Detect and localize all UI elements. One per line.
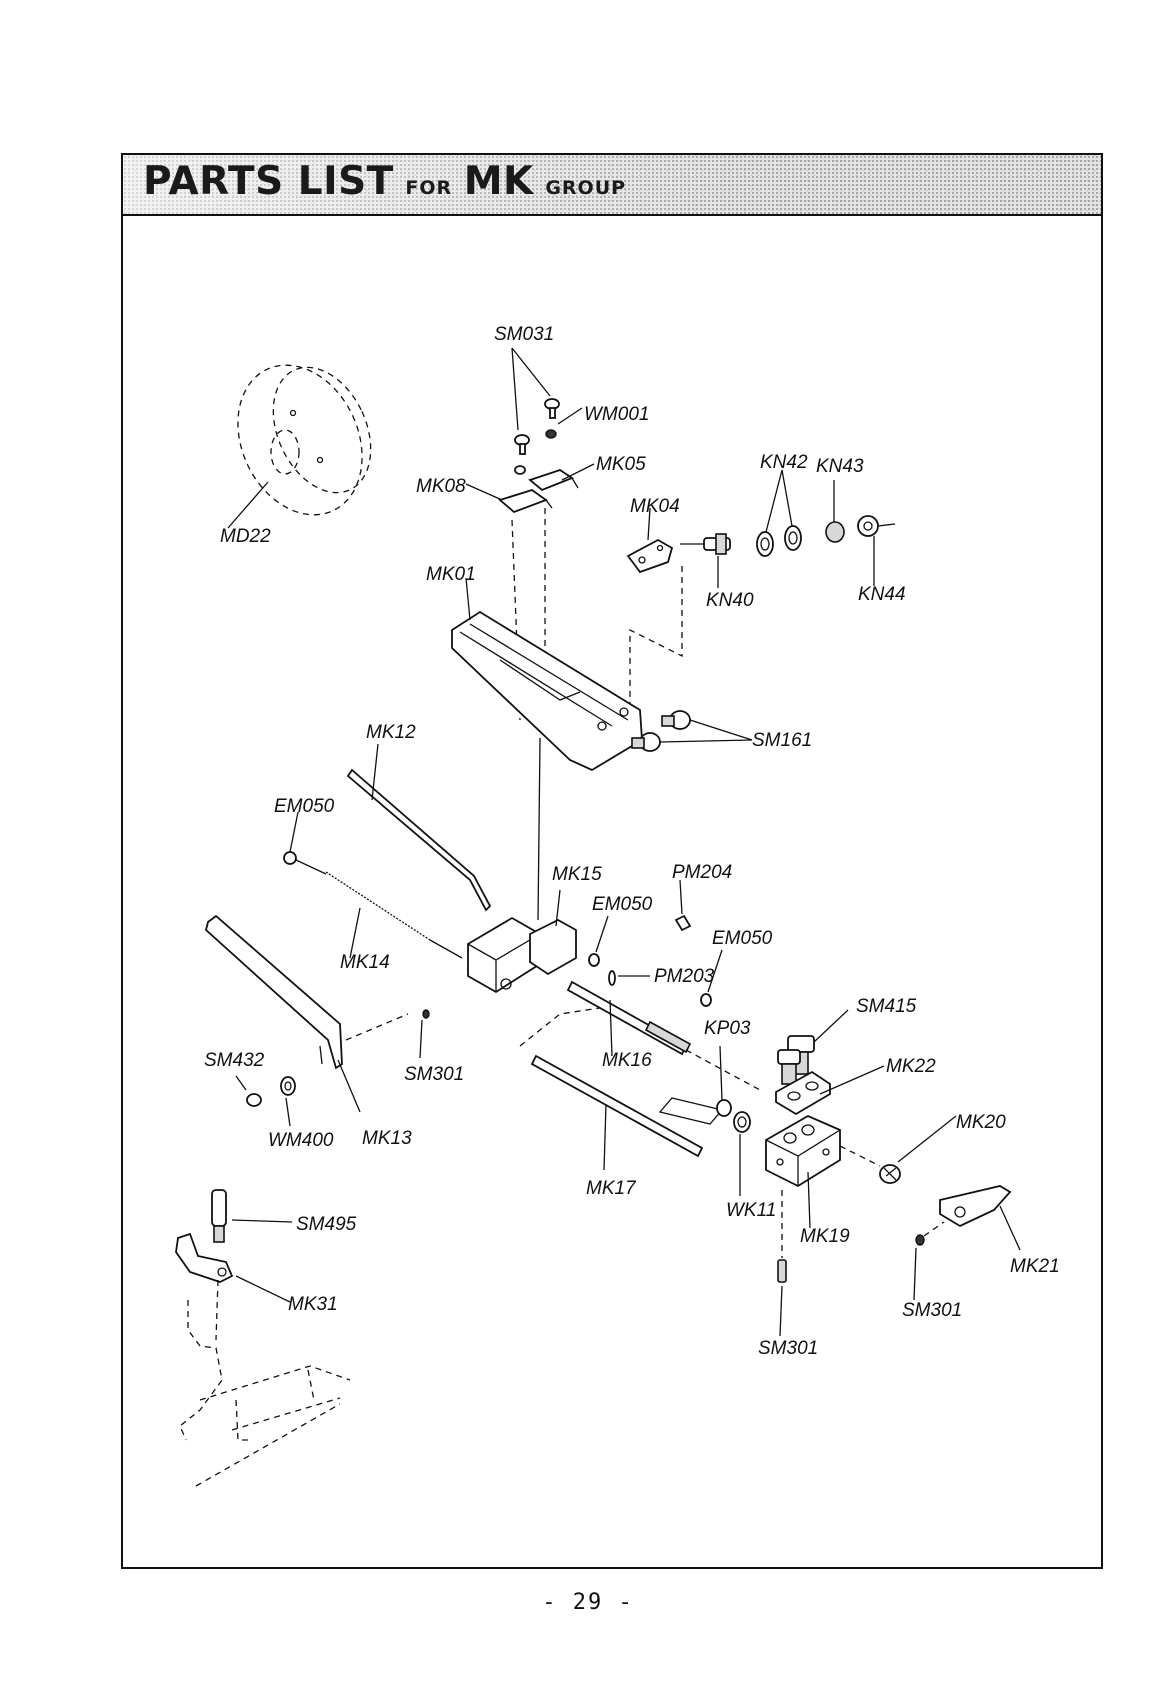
callout-mk21: MK21 <box>1010 1256 1060 1277</box>
callout-kn43: KN43 <box>816 456 864 477</box>
block-mk19 <box>766 1116 880 1228</box>
callout-labels: SM031 WM001 MK05 MK08 MD22 KN42 KN43 MK0… <box>204 324 1060 1359</box>
callout-mk22: MK22 <box>886 1056 936 1077</box>
callout-kp03: KP03 <box>704 1018 751 1039</box>
callout-sm161: SM161 <box>752 730 812 751</box>
callout-mk12: MK12 <box>366 722 416 743</box>
rod-mk17 <box>520 1008 722 1170</box>
callout-mk19: MK19 <box>800 1226 850 1247</box>
callout-mk20: MK20 <box>956 1112 1006 1133</box>
callout-sm415: SM415 <box>856 996 917 1017</box>
callout-em050-b: EM050 <box>592 894 653 915</box>
callout-wm001: WM001 <box>584 404 649 425</box>
callout-sm432: SM432 <box>204 1050 265 1071</box>
callout-sm301-b: SM301 <box>902 1300 962 1321</box>
callout-sm495: SM495 <box>296 1214 357 1235</box>
callout-sm301-c: SM301 <box>758 1338 818 1359</box>
callout-pm204: PM204 <box>672 862 732 883</box>
callout-mk16: MK16 <box>602 1050 652 1071</box>
callout-mk31: MK31 <box>288 1294 338 1315</box>
callout-mk15: MK15 <box>552 864 602 885</box>
callout-mk01: MK01 <box>426 564 476 585</box>
callout-pm203: PM203 <box>654 966 715 987</box>
spring-mk20-lever-mk21 <box>880 1116 1020 1300</box>
callout-em050-a: EM050 <box>274 796 335 817</box>
rod-mk12 <box>348 744 490 910</box>
sm415-screws-mk22-plate <box>776 1010 884 1114</box>
spring-mk14 <box>284 812 462 958</box>
callout-mk14: MK14 <box>340 952 390 973</box>
washers-kp03-wk11 <box>717 1046 750 1196</box>
lever-mk13 <box>206 916 408 1112</box>
callout-mk08: MK08 <box>416 476 466 497</box>
callout-kn44: KN44 <box>858 584 906 605</box>
callout-sm301-a: SM301 <box>404 1064 464 1085</box>
callout-mk05: MK05 <box>596 454 646 475</box>
callout-em050-c: EM050 <box>712 928 773 949</box>
callout-kn40: KN40 <box>706 590 754 611</box>
callout-sm031: SM031 <box>494 324 554 345</box>
callout-mk17: MK17 <box>586 1178 637 1199</box>
page-number: - 29 - <box>0 1590 1176 1615</box>
callout-wk11: WK11 <box>726 1200 776 1221</box>
callout-wm400: WM400 <box>268 1130 334 1151</box>
pulley-part <box>214 345 389 535</box>
bottom-screw-sm301 <box>778 1190 786 1336</box>
callout-md22: MD22 <box>220 526 271 547</box>
callout-mk04: MK04 <box>630 496 680 517</box>
callout-kn42: KN42 <box>760 452 808 473</box>
callout-mk13: MK13 <box>362 1128 412 1149</box>
